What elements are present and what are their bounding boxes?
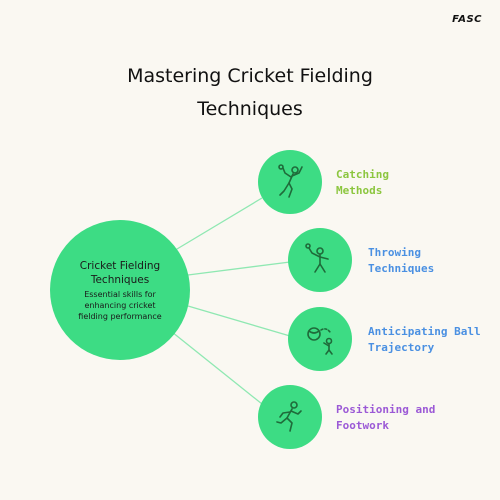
throwing-player-icon bbox=[305, 243, 329, 273]
central-topic-subtitle: Essential skills for enhancing cricket f… bbox=[64, 289, 176, 322]
central-topic-title-line-1: Cricket Fielding bbox=[79, 259, 161, 272]
anticipating-label-line-1: Anticipating Ball bbox=[368, 325, 481, 338]
central-topic-subtitle-line-1: Essential skills for bbox=[84, 289, 156, 299]
catching-player-icon bbox=[278, 164, 303, 198]
page-title: Mastering Cricket Fielding Techniques bbox=[60, 60, 440, 126]
catching-label: Catching Methods bbox=[336, 167, 389, 199]
connector-line-2 bbox=[187, 261, 291, 276]
positioning-label: Positioning and Footwork bbox=[336, 402, 435, 434]
central-topic-subtitle-line-3: fielding performance bbox=[78, 311, 162, 321]
title-line-2: Techniques bbox=[197, 98, 303, 120]
throwing-label-line-2: Techniques bbox=[368, 262, 435, 275]
catching-label-line-1: Catching bbox=[336, 168, 389, 181]
brand-logo: FASC bbox=[452, 14, 482, 25]
positioning-label-line-2: Footwork bbox=[336, 419, 389, 432]
title-line-1: Mastering Cricket Fielding bbox=[127, 65, 373, 87]
throwing-node bbox=[288, 228, 352, 292]
positioning-label-line-1: Positioning and bbox=[336, 403, 436, 416]
connector-line-3 bbox=[187, 305, 291, 337]
ball-trajectory-icon bbox=[307, 327, 333, 355]
throwing-label: Throwing Techniques bbox=[368, 245, 434, 277]
catching-node bbox=[258, 150, 322, 214]
catching-label-line-2: Methods bbox=[336, 184, 383, 197]
positioning-node bbox=[258, 385, 322, 449]
anticipating-node bbox=[288, 307, 352, 371]
anticipating-label: Anticipating Ball Trajectory bbox=[368, 324, 481, 356]
central-topic-title: Cricket Fielding Techniques bbox=[80, 259, 160, 287]
running-player-icon bbox=[276, 401, 302, 432]
throwing-label-line-1: Throwing bbox=[368, 246, 421, 259]
central-topic-node: Cricket Fielding Techniques Essential sk… bbox=[50, 220, 190, 360]
connector-line-1 bbox=[171, 197, 263, 253]
central-topic-title-line-2: Techniques bbox=[90, 273, 150, 286]
central-topic-subtitle-line-2: enhancing cricket bbox=[84, 300, 156, 310]
anticipating-label-line-2: Trajectory bbox=[368, 341, 435, 354]
connector-line-4 bbox=[171, 331, 263, 405]
